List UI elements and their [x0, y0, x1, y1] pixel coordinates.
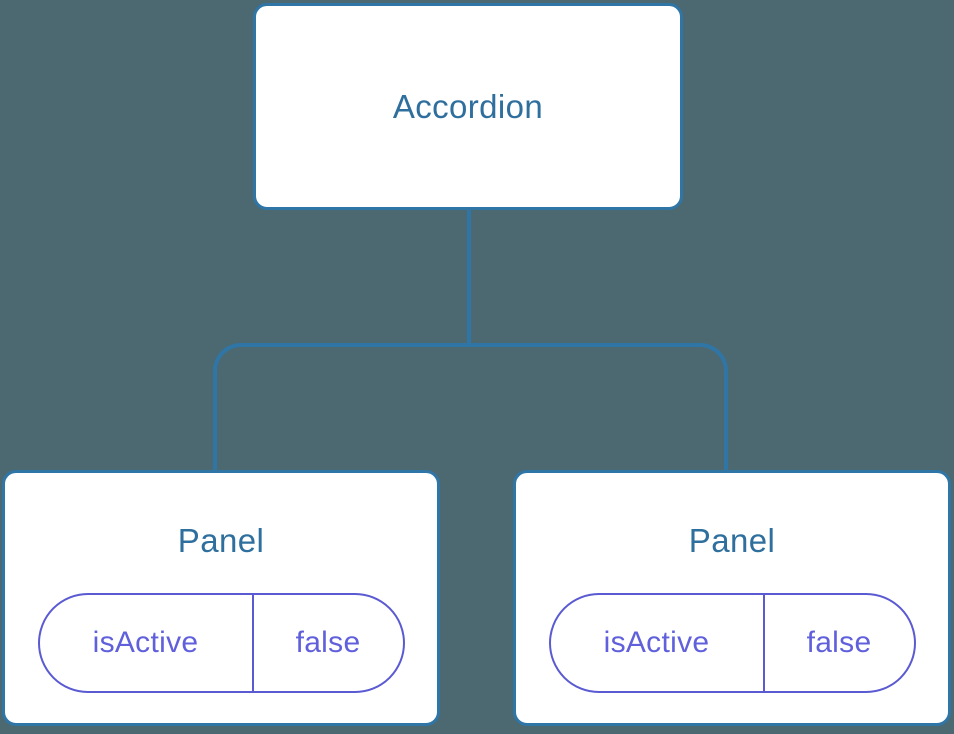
state-key-left: isActive — [40, 595, 254, 691]
state-pill-left: isActive false — [37, 593, 405, 693]
node-panel-right: Panel isActive false — [513, 470, 951, 726]
connector-stem — [467, 210, 471, 345]
node-panel-left: Panel isActive false — [2, 470, 440, 726]
state-key-right: isActive — [551, 595, 765, 691]
state-value-right: false — [806, 626, 872, 659]
node-accordion: Accordion — [253, 3, 683, 210]
connector-branch — [213, 343, 728, 470]
node-accordion-label: Accordion — [392, 87, 544, 125]
state-value-left: false — [295, 626, 361, 659]
node-panel-left-label: Panel — [177, 522, 265, 559]
node-panel-right-label: Panel — [688, 522, 776, 559]
state-pill-right: isActive false — [548, 593, 916, 693]
